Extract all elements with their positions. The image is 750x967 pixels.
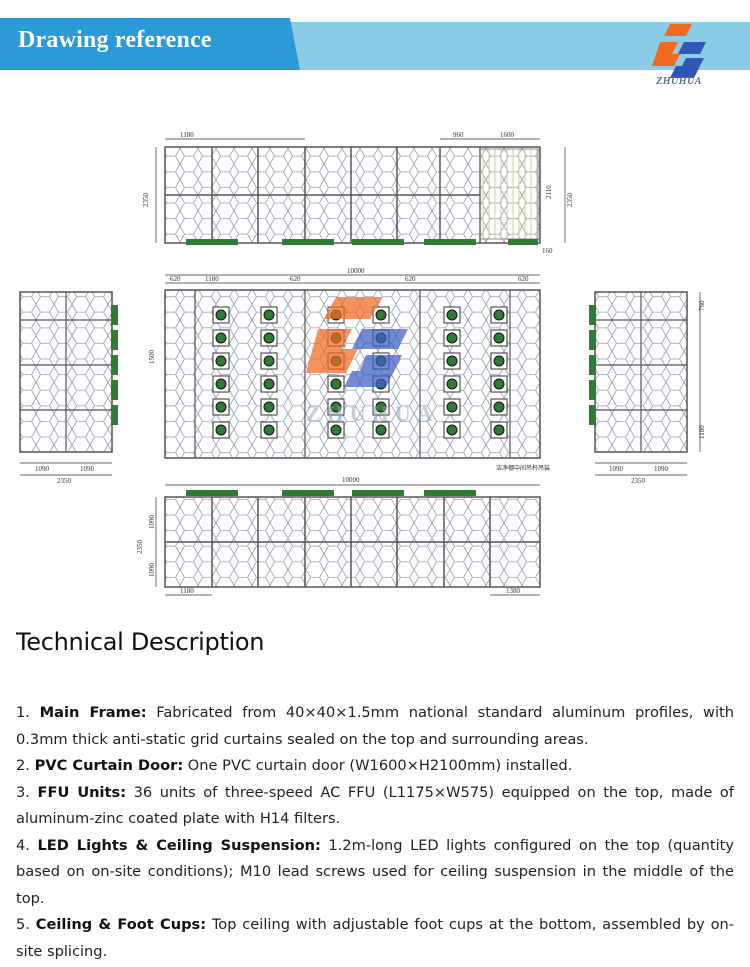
dim-label: 2350 [566,193,574,208]
list-item: 2. PVC Curtain Door: One PVC curtain doo… [16,753,734,780]
banner-tab [0,18,300,70]
ffu-fan-icon [493,309,505,321]
list-item: 5. Ceiling & Foot Cups: Top ceiling with… [16,912,734,965]
dim-label: 1090 [80,465,95,473]
ffu-fan-icon [330,424,342,436]
dim-label: 620 [518,275,529,283]
dim-label: 960 [453,131,464,139]
cleanroom-drawing: 1180 960 1600 2350 2110 2350 160 10000 6… [19,131,706,596]
dim-label: 2350 [631,477,646,485]
section-title: Technical Description [16,628,265,656]
ffu-fan-icon [330,378,342,390]
dim-label: 1180 [180,587,194,595]
item-number: 1. [16,704,30,721]
dim-label: 10000 [342,476,360,484]
ffu-fan-icon [375,424,387,436]
dim-label: 620 [170,275,181,283]
dim-label: 1380 [506,587,521,595]
ffu-fan-icon [493,424,505,436]
dim-label: 760 [698,300,706,311]
dim-label: 1180 [205,275,219,283]
front-elevation: 1180 960 1600 2350 2110 2350 160 [142,131,574,255]
ffu-fan-icon [446,378,458,390]
ffu-fan-icon [330,401,342,413]
ffu-fan-icon [215,401,227,413]
item-number: 2. [16,757,30,774]
ffu-fan-icon [263,401,275,413]
item-label: FFU Units: [37,783,127,801]
ffu-fan-icon [446,309,458,321]
ffu-fan-icon [493,378,505,390]
ffu-fan-icon [263,424,275,436]
left-elevation: 1090 1090 2350 [19,291,118,485]
item-label: Ceiling & Foot Cups: [35,916,207,933]
ffu-fan-icon [215,378,227,390]
dim-label: 2350 [136,540,144,555]
item-number: 4. [16,836,30,854]
item-text: Top ceiling with adjustable foot cups at… [16,916,735,960]
ffu-fan-icon [215,332,227,344]
list-item: 3. FFU Units: 36 units of three-speed AC… [16,780,734,833]
ffu-fan-icon [446,424,458,436]
item-label: LED Lights & Ceiling Suspension: [37,836,321,854]
ffu-fan-icon [375,309,387,321]
dim-label: 1600 [500,131,515,139]
dim-label: 1500 [148,350,156,365]
brand-name: ZHUHUA [656,76,702,87]
dim-label: 620 [290,275,301,283]
dim-label: 1090 [609,465,624,473]
ffu-fan-icon [446,401,458,413]
dim-label: 1180 [698,425,706,439]
dim-label: 1090 [654,465,669,473]
item-number: 5. [16,916,30,933]
watermark-logo [306,297,408,387]
dim-label: 1180 [180,131,194,139]
technical-description: 1. Main Frame: Fabricated from 40×40×1.5… [16,700,734,965]
ffu-fan-icon [493,332,505,344]
ffu-fan-icon [263,355,275,367]
ffu-fan-icon [493,355,505,367]
dim-label: 1090 [148,563,156,578]
ffu-fan-icon [215,309,227,321]
header-banner: Drawing reference ZHUHUA [0,0,750,90]
zhuhua-logo-icon [652,24,706,78]
ffu-fan-icon [263,309,275,321]
dim-label: 10000 [347,267,365,275]
list-item: 4. LED Lights & Ceiling Suspension: 1.2m… [16,833,734,913]
list-item: 1. Main Frame: Fabricated from 40×40×1.5… [16,700,734,753]
page-title: Drawing reference [18,27,212,53]
ffu-fan-icon [375,401,387,413]
ffu-fan-icon [446,332,458,344]
ffu-grid [212,306,508,439]
right-elevation: 760 1180 1090 1090 2350 [589,291,706,485]
back-elevation: 10000 1090 2350 1090 1180 1380 [136,476,541,596]
plan-note: 洁净棚中间吊杆吊装 [496,464,550,472]
item-text: 1.2m-long LED lights configured on the t… [16,836,735,907]
item-text: Fabricated from 40×40×1.5mm national sta… [16,704,734,748]
dim-label: 1090 [35,465,50,473]
dim-label: 2350 [142,193,150,208]
dim-label: 2110 [545,185,553,199]
dim-label: 1090 [148,515,156,530]
ffu-fan-icon [215,424,227,436]
dim-label: 2350 [57,477,72,485]
item-text: One PVC curtain door (W1600×H2100mm) ins… [187,757,573,774]
dim-label: 160 [542,247,553,255]
dim-label: 620 [405,275,416,283]
item-number: 3. [16,783,30,801]
ffu-fan-icon [215,355,227,367]
ffu-fan-icon [263,378,275,390]
item-text: 36 units of three-speed AC FFU (L1175×W5… [16,783,734,828]
item-label: Main Frame: [39,704,147,721]
ffu-fan-icon [263,332,275,344]
ffu-fan-icon [446,355,458,367]
watermark-text: ZHUHUA [306,401,439,426]
ffu-fan-icon [493,401,505,413]
item-label: PVC Curtain Door: [34,757,184,774]
